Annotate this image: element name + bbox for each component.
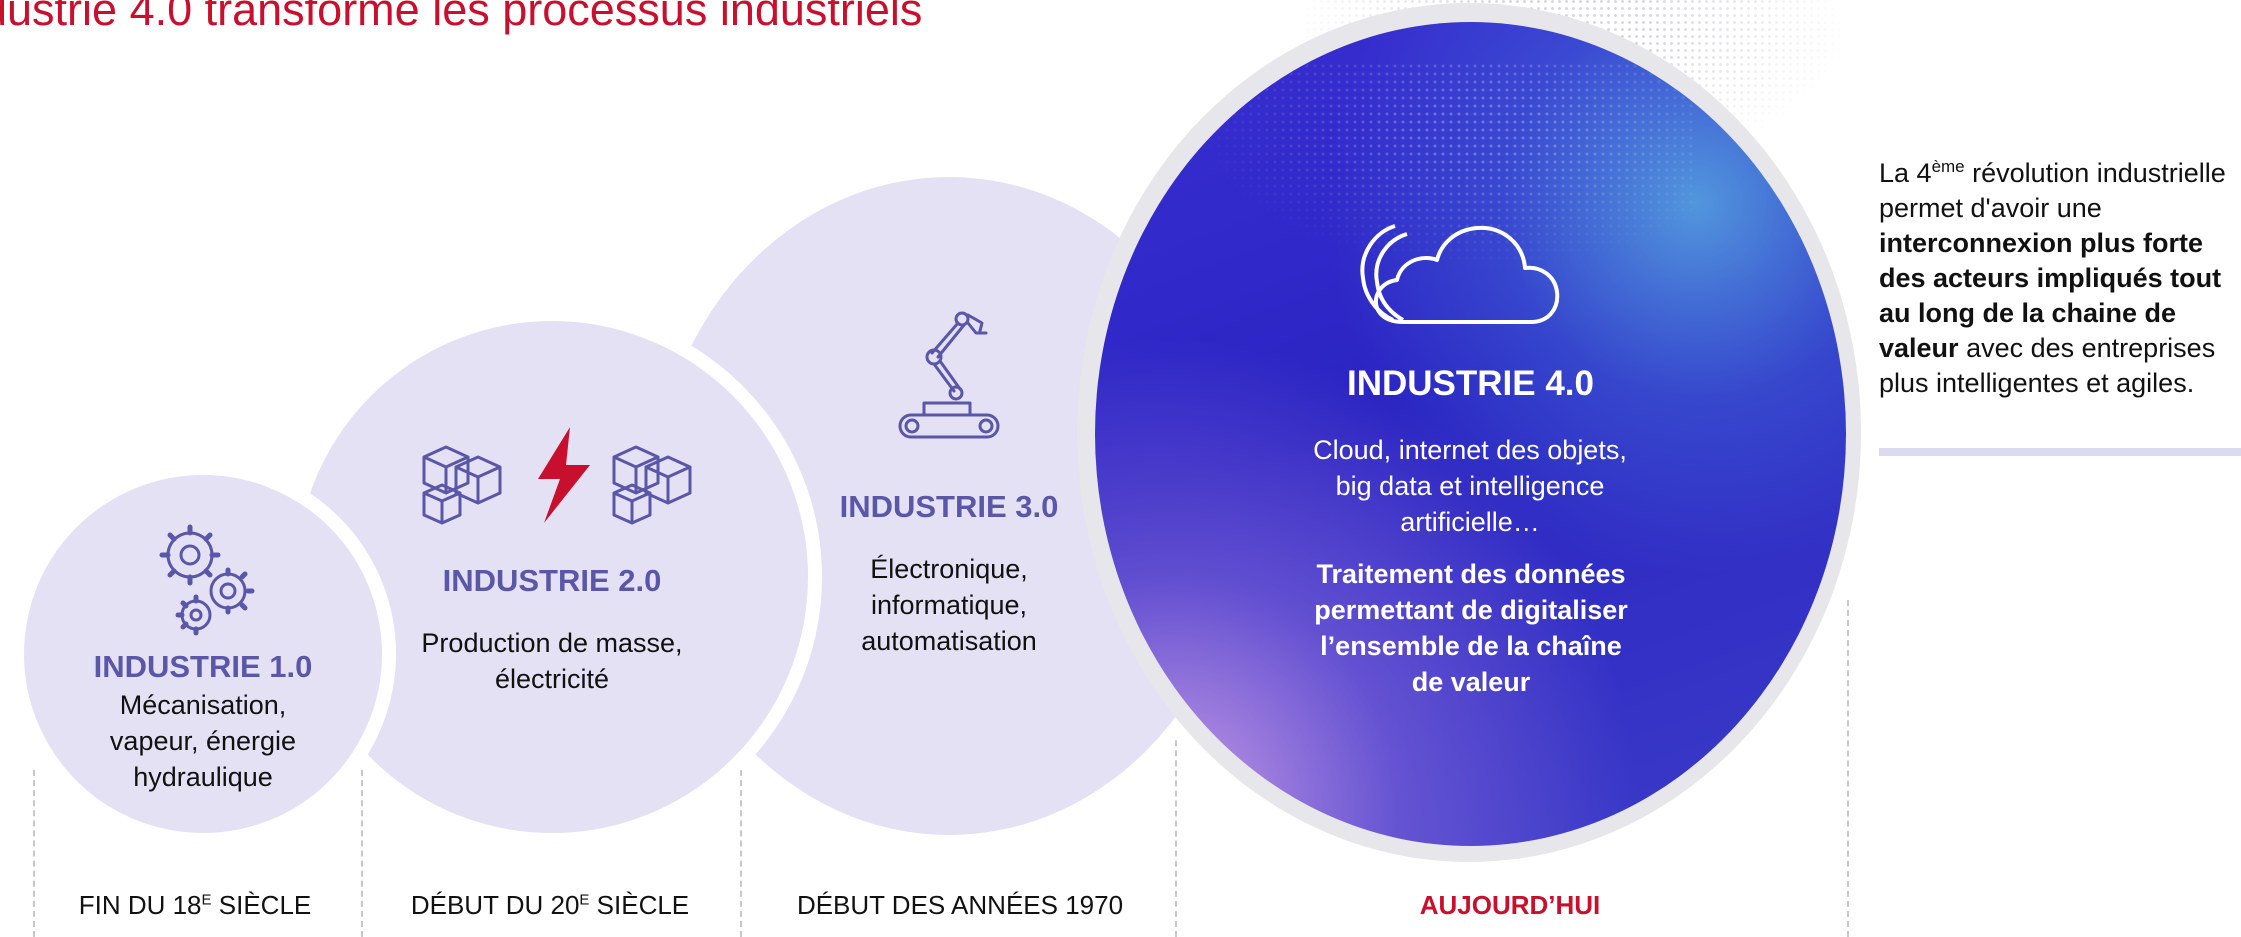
sidebar-divider	[1879, 448, 2241, 456]
industry-4-circle: INDUSTRIE 4.0 Cloud, internet des objets…	[1095, 22, 1846, 846]
gears-icon	[159, 524, 255, 636]
industry-2-heading: INDUSTRIE 2.0	[442, 563, 662, 598]
industry-1-circle: INDUSTRIE 1.0 Mécanisation, vapeur, éner…	[10, 461, 396, 847]
boxes-lightning-icon	[422, 427, 692, 525]
industry-4-description: Cloud, internet des objets, big data et …	[1313, 435, 1627, 537]
industry-1-heading: INDUSTRIE 1.0	[93, 649, 313, 684]
page-title: dustrie 4.0 transforme les processus ind…	[0, 0, 923, 35]
timeline-separator	[1175, 680, 1177, 937]
industry-1-description: Mécanisation, vapeur, énergie hydrauliqu…	[109, 690, 297, 792]
particle-wave-decoration	[1175, 62, 1695, 282]
era-label-3: DÉBUT DES ANNÉES 1970	[796, 890, 1124, 920]
cloud-icon	[1360, 224, 1560, 324]
timeline-separator	[1847, 600, 1849, 937]
era-label-today: AUJOURD’HUI	[1419, 890, 1601, 920]
sidebar-text: La 4ème révolution industrielle permet d…	[1879, 157, 2226, 398]
industry-4-heading: INDUSTRIE 4.0	[1347, 364, 1594, 403]
industry-3-heading: INDUSTRIE 3.0	[839, 489, 1059, 524]
robot-arm-icon	[898, 311, 1000, 439]
timeline-separator	[361, 770, 363, 937]
timeline-separator	[740, 770, 742, 937]
timeline-separator	[33, 770, 35, 937]
era-label-2: DÉBUT DU 20E SIÈCLE	[410, 890, 690, 920]
industry-2-description: Production de masse, électricité	[421, 628, 683, 694]
industry-3-description: Électronique, informatique, automatisati…	[861, 554, 1037, 656]
era-label-1: FIN DU 18E SIÈCLE	[78, 890, 312, 920]
industry-4-highlight: Traitement des données permettant de dig…	[1314, 559, 1628, 697]
